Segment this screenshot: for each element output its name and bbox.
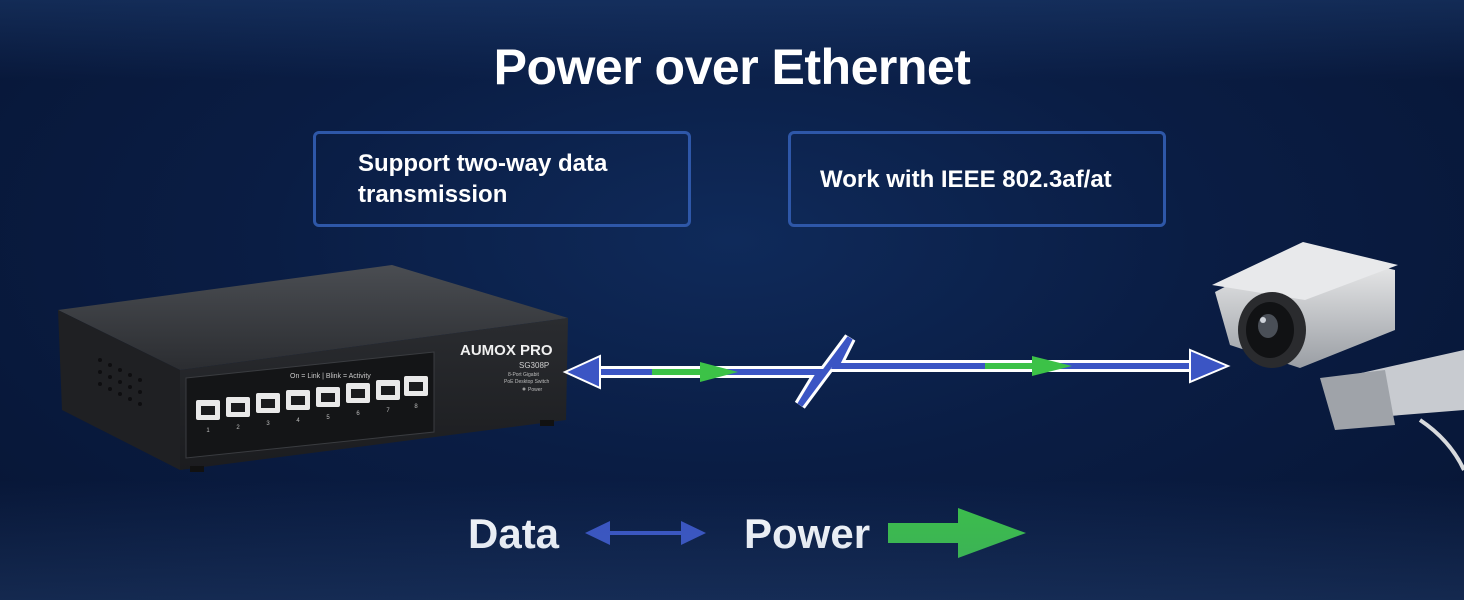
power-arrow-2 (1032, 356, 1072, 376)
switch-brand: AUMOX PRO (460, 342, 553, 359)
port-number: 1 (206, 428, 210, 434)
feature-box-two-way: Support two-way data transmission (313, 131, 691, 227)
data-arrowhead-left (562, 354, 601, 390)
data-arrowhead-right (1189, 348, 1231, 384)
security-camera-icon (1212, 242, 1464, 471)
feature-text: Support two-way data transmission (358, 150, 608, 208)
switch-desc-line1: 8-Port Gigabit (508, 372, 539, 378)
legend-data-label: Data (468, 510, 560, 557)
legend-power-arrow (888, 508, 1026, 558)
port-number: 2 (236, 425, 240, 431)
port-number: 6 (356, 411, 360, 417)
port-number: 5 (326, 415, 330, 421)
network-switch-icon: On = Link | Blink = Activity AUMOX PRO S… (58, 265, 568, 472)
page-title: Power over Ethernet (493, 39, 971, 95)
switch-power-label: Power (528, 387, 543, 393)
port-number: 4 (296, 418, 300, 424)
feature-box-ieee: Work with IEEE 802.3af/at (788, 131, 1166, 227)
port-number: 3 (266, 421, 270, 427)
feature-text: Work with IEEE 802.3af/at (820, 165, 1112, 193)
power-arrow-1 (700, 362, 738, 382)
port-number: 8 (414, 404, 418, 410)
switch-model: SG308P (519, 361, 549, 370)
legend-power-label: Power (744, 510, 871, 557)
legend-data-arrow (585, 521, 706, 545)
led-label: On = Link | Blink = Activity (290, 373, 371, 380)
switch-desc-line2: PoE Desktop Switch (504, 379, 550, 385)
port-number: 7 (386, 408, 390, 414)
ethernet-cable-link (562, 334, 1231, 409)
